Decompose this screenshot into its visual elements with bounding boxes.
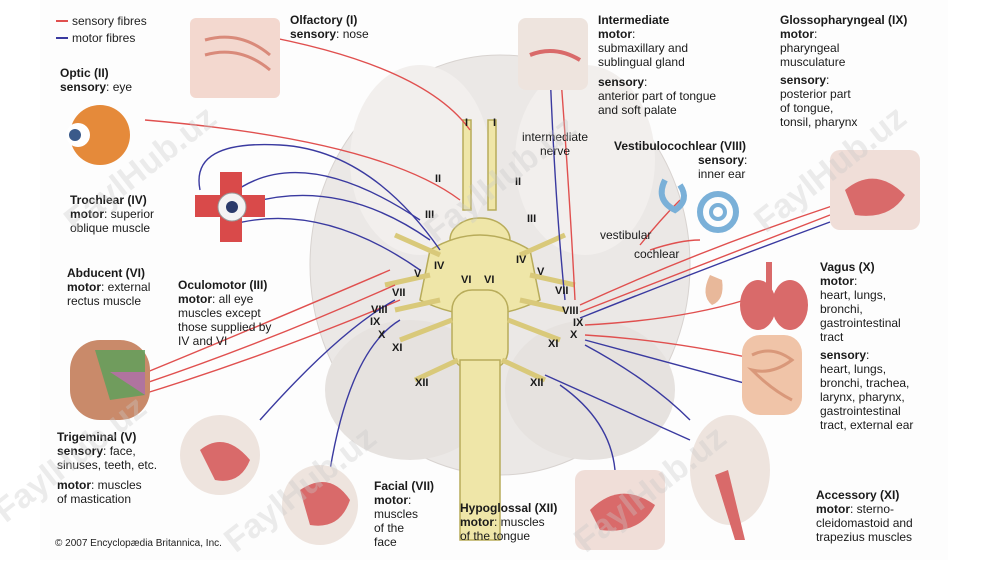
numeral-VIII-left: VIII [371,304,388,316]
numeral-I-right: I [493,117,497,129]
numeral-V-left: V [414,268,422,280]
eye-muscles-illustration [195,172,265,242]
numeral-XI-left: XI [392,342,403,354]
label-vestibulocochlear: Vestibulocochlear (VIII) sensory: inner … [614,139,748,181]
legend-label-sensory: sensory fibres [72,13,147,28]
label-oculomotor: Oculomotor (III) motor: all eye muscles … [178,278,272,348]
legend-item-motor: motor fibres [56,29,147,46]
brain-lobe-right [515,65,655,255]
cerebellum-right [505,320,675,460]
numeral-IX-left: IX [370,316,381,328]
label-vestibular: vestibular [600,228,652,242]
numeral-XII-right: XII [530,377,544,389]
heart-lungs-illustration [740,262,808,330]
label-intermediate: Intermediate motor: submaxillary and sub… [598,13,717,117]
numeral-III-right: III [527,213,537,225]
label-hypoglossal: Hypoglossal (XII) motor: muscles of the … [460,501,558,543]
label-olfactory: Olfactory (I) sensory: nose [290,13,369,41]
label-vagus: Vagus (X) motor: heart, lungs, bronchi, … [820,260,914,432]
label-trochlear: Trochlear (IV) motor: superior oblique m… [70,193,155,235]
numeral-VIII-right: VIII [562,305,579,317]
numeral-IX-right: IX [573,317,584,329]
nose-illustration [190,18,280,98]
legend: sensory fibres motor fibres [56,12,147,46]
legend-label-motor: motor fibres [72,30,136,45]
numeral-II-left: II [435,173,442,185]
numeral-III-left: III [425,209,435,221]
numeral-X-right: X [570,329,578,341]
brainstem-branches [384,232,576,383]
numeral-VII-right: VII [555,285,569,297]
inner-ear-illustration [658,178,739,233]
numeral-II-right: II [515,176,522,188]
label-glossopharyngeal: Glossopharyngeal (IX) motor: pharyngeal … [780,13,908,129]
brainstem [419,119,541,541]
numeral-V-right: V [537,266,545,278]
legend-item-sensory: sensory fibres [56,12,147,29]
copyright-notice: © 2007 Encyclopædia Britannica, Inc. [55,538,222,549]
label-abducent: Abducent (VI) motor: external rectus mus… [67,266,151,308]
label-accessory: Accessory (XI) motor: sterno- cleidomast… [816,488,913,544]
label-trigeminal: Trigeminal (V) sensory: face, sinuses, t… [57,430,158,506]
numeral-XI-right: XI [548,338,559,350]
numeral-XII-left: XII [415,377,429,389]
jaw-illustration [180,415,260,495]
numeral-X-left: X [378,329,386,341]
numeral-IV-right: IV [516,254,527,266]
pharynx-illustration [830,150,920,230]
face-illustration [70,340,150,420]
numeral-VI-left: VI [461,274,472,286]
label-optic: Optic (II) sensory: eye [60,66,133,94]
label-facial: Facial (VII) motor: muscles of the face [374,479,435,549]
numeral-VII-left: VII [392,287,406,299]
facial-muscles-illustration [282,465,358,545]
intestines-illustration [742,335,802,415]
label-intermediate-nerve: intermediate nerve [522,130,589,158]
jaw-gland-illustration [518,18,588,90]
numeral-IV-left: IV [434,260,445,272]
legend-swatch-sensory [56,19,68,22]
neck-muscles-illustration [690,415,770,540]
eye-illustration [66,105,130,165]
numeral-VI-right: VI [484,274,495,286]
numeral-I-left: I [465,117,469,129]
tongue-illustration [575,470,665,550]
label-cochlear: cochlear [634,247,680,261]
legend-swatch-motor [56,36,68,39]
external-ear-illustration [705,275,723,305]
